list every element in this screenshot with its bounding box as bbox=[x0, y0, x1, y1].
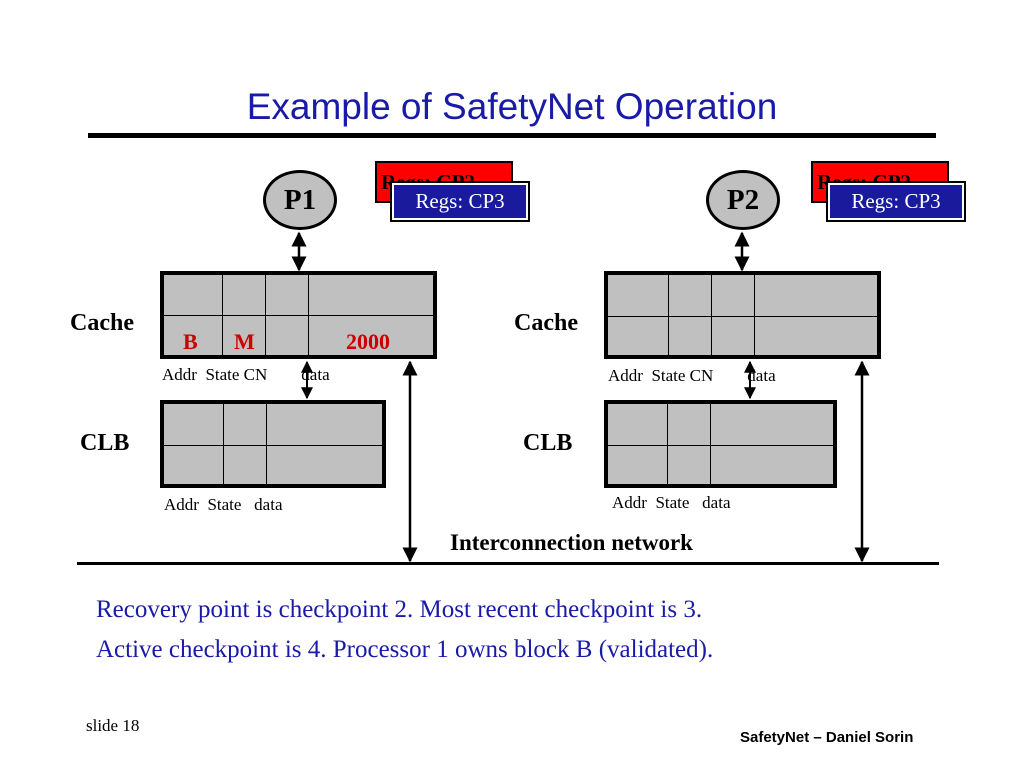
p1-cache-columns: Addr State CN data bbox=[162, 365, 330, 384]
processor-p1-node: P1 bbox=[263, 170, 337, 230]
p1-cache-state-value: M bbox=[234, 329, 255, 354]
slide-number: slide 18 bbox=[86, 716, 140, 735]
p2-clb-columns: Addr State data bbox=[612, 493, 731, 512]
p1-cache-label: Cache bbox=[70, 310, 134, 336]
p1-clb-label: CLB bbox=[80, 430, 130, 456]
p2-cache-columns: Addr State CN data bbox=[608, 366, 776, 385]
network-label: Interconnection network bbox=[450, 530, 693, 555]
p1-register-front: Regs: CP3 bbox=[390, 181, 530, 222]
p1-cache-data-value: 2000 bbox=[346, 329, 390, 354]
footer-credit: SafetyNet – Daniel Sorin bbox=[740, 729, 914, 746]
processor-p2-node: P2 bbox=[706, 170, 780, 230]
description-line-1: Recovery point is checkpoint 2. Most rec… bbox=[96, 596, 703, 623]
description-line-2: Active checkpoint is 4. Processor 1 owns… bbox=[96, 636, 714, 663]
p2-clb-label: CLB bbox=[523, 430, 573, 456]
title-rule bbox=[88, 133, 936, 138]
p2-register-front: Regs: CP3 bbox=[826, 181, 966, 222]
p1-clb-columns: Addr State data bbox=[164, 495, 283, 514]
p2-cache-label: Cache bbox=[514, 310, 578, 336]
p1-cache-addr-value: B bbox=[183, 329, 198, 354]
page-title: Example of SafetyNet Operation bbox=[246, 86, 778, 127]
p2-clb-table bbox=[604, 400, 837, 488]
p2-cache-table bbox=[604, 271, 881, 359]
p1-clb-table bbox=[160, 400, 386, 488]
p1-cache-table: B M 2000 bbox=[160, 271, 437, 359]
network-bus bbox=[77, 562, 939, 565]
